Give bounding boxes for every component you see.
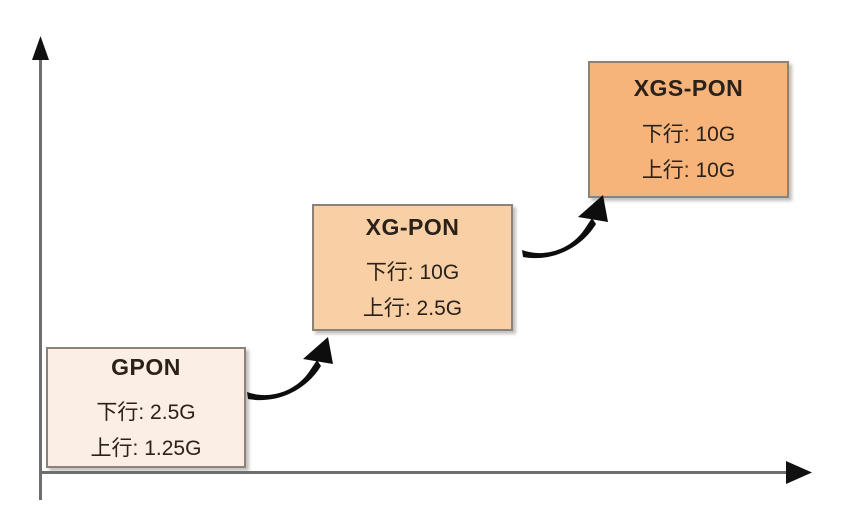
arrow-gpon-to-xg-pon — [247, 337, 333, 401]
tier-downstream-xgs-pon: 下行: 10G — [641, 123, 736, 146]
arrow-curve-shaft — [522, 218, 596, 259]
tier-downstream-xg-pon: 下行: 10G — [365, 260, 460, 284]
tier-downstream-gpon: 下行: 2.5G — [96, 400, 196, 424]
tier-upstream-gpon: 上行: 1.25G — [90, 436, 202, 460]
vertical-axis-arrowhead — [32, 36, 49, 60]
arrow-curve-shaft — [247, 360, 321, 401]
tier-upstream-xg-pon: 上行: 2.5G — [362, 296, 463, 320]
arrow-head — [303, 337, 333, 364]
tier-box-xg-pon[interactable]: XG-PON 下行: 10G 上行: 2.5G — [312, 204, 513, 331]
tier-upstream-xgs-pon: 上行: 10G — [641, 159, 736, 182]
tier-box-gpon[interactable]: GPON 下行: 2.5G 上行: 1.25G — [46, 347, 246, 468]
arrow-xg-pon-to-xgs-pon — [522, 195, 608, 259]
tier-title-xg-pon: XG-PON — [365, 213, 460, 240]
tier-box-xgs-pon[interactable]: XGS-PON 下行: 10G 上行: 10G — [588, 61, 789, 198]
horizontal-axis-arrowhead — [786, 461, 812, 484]
tier-title-xgs-pon: XGS-PON — [633, 75, 744, 101]
tier-title-gpon: GPON — [111, 353, 181, 380]
arrow-head — [578, 195, 608, 222]
